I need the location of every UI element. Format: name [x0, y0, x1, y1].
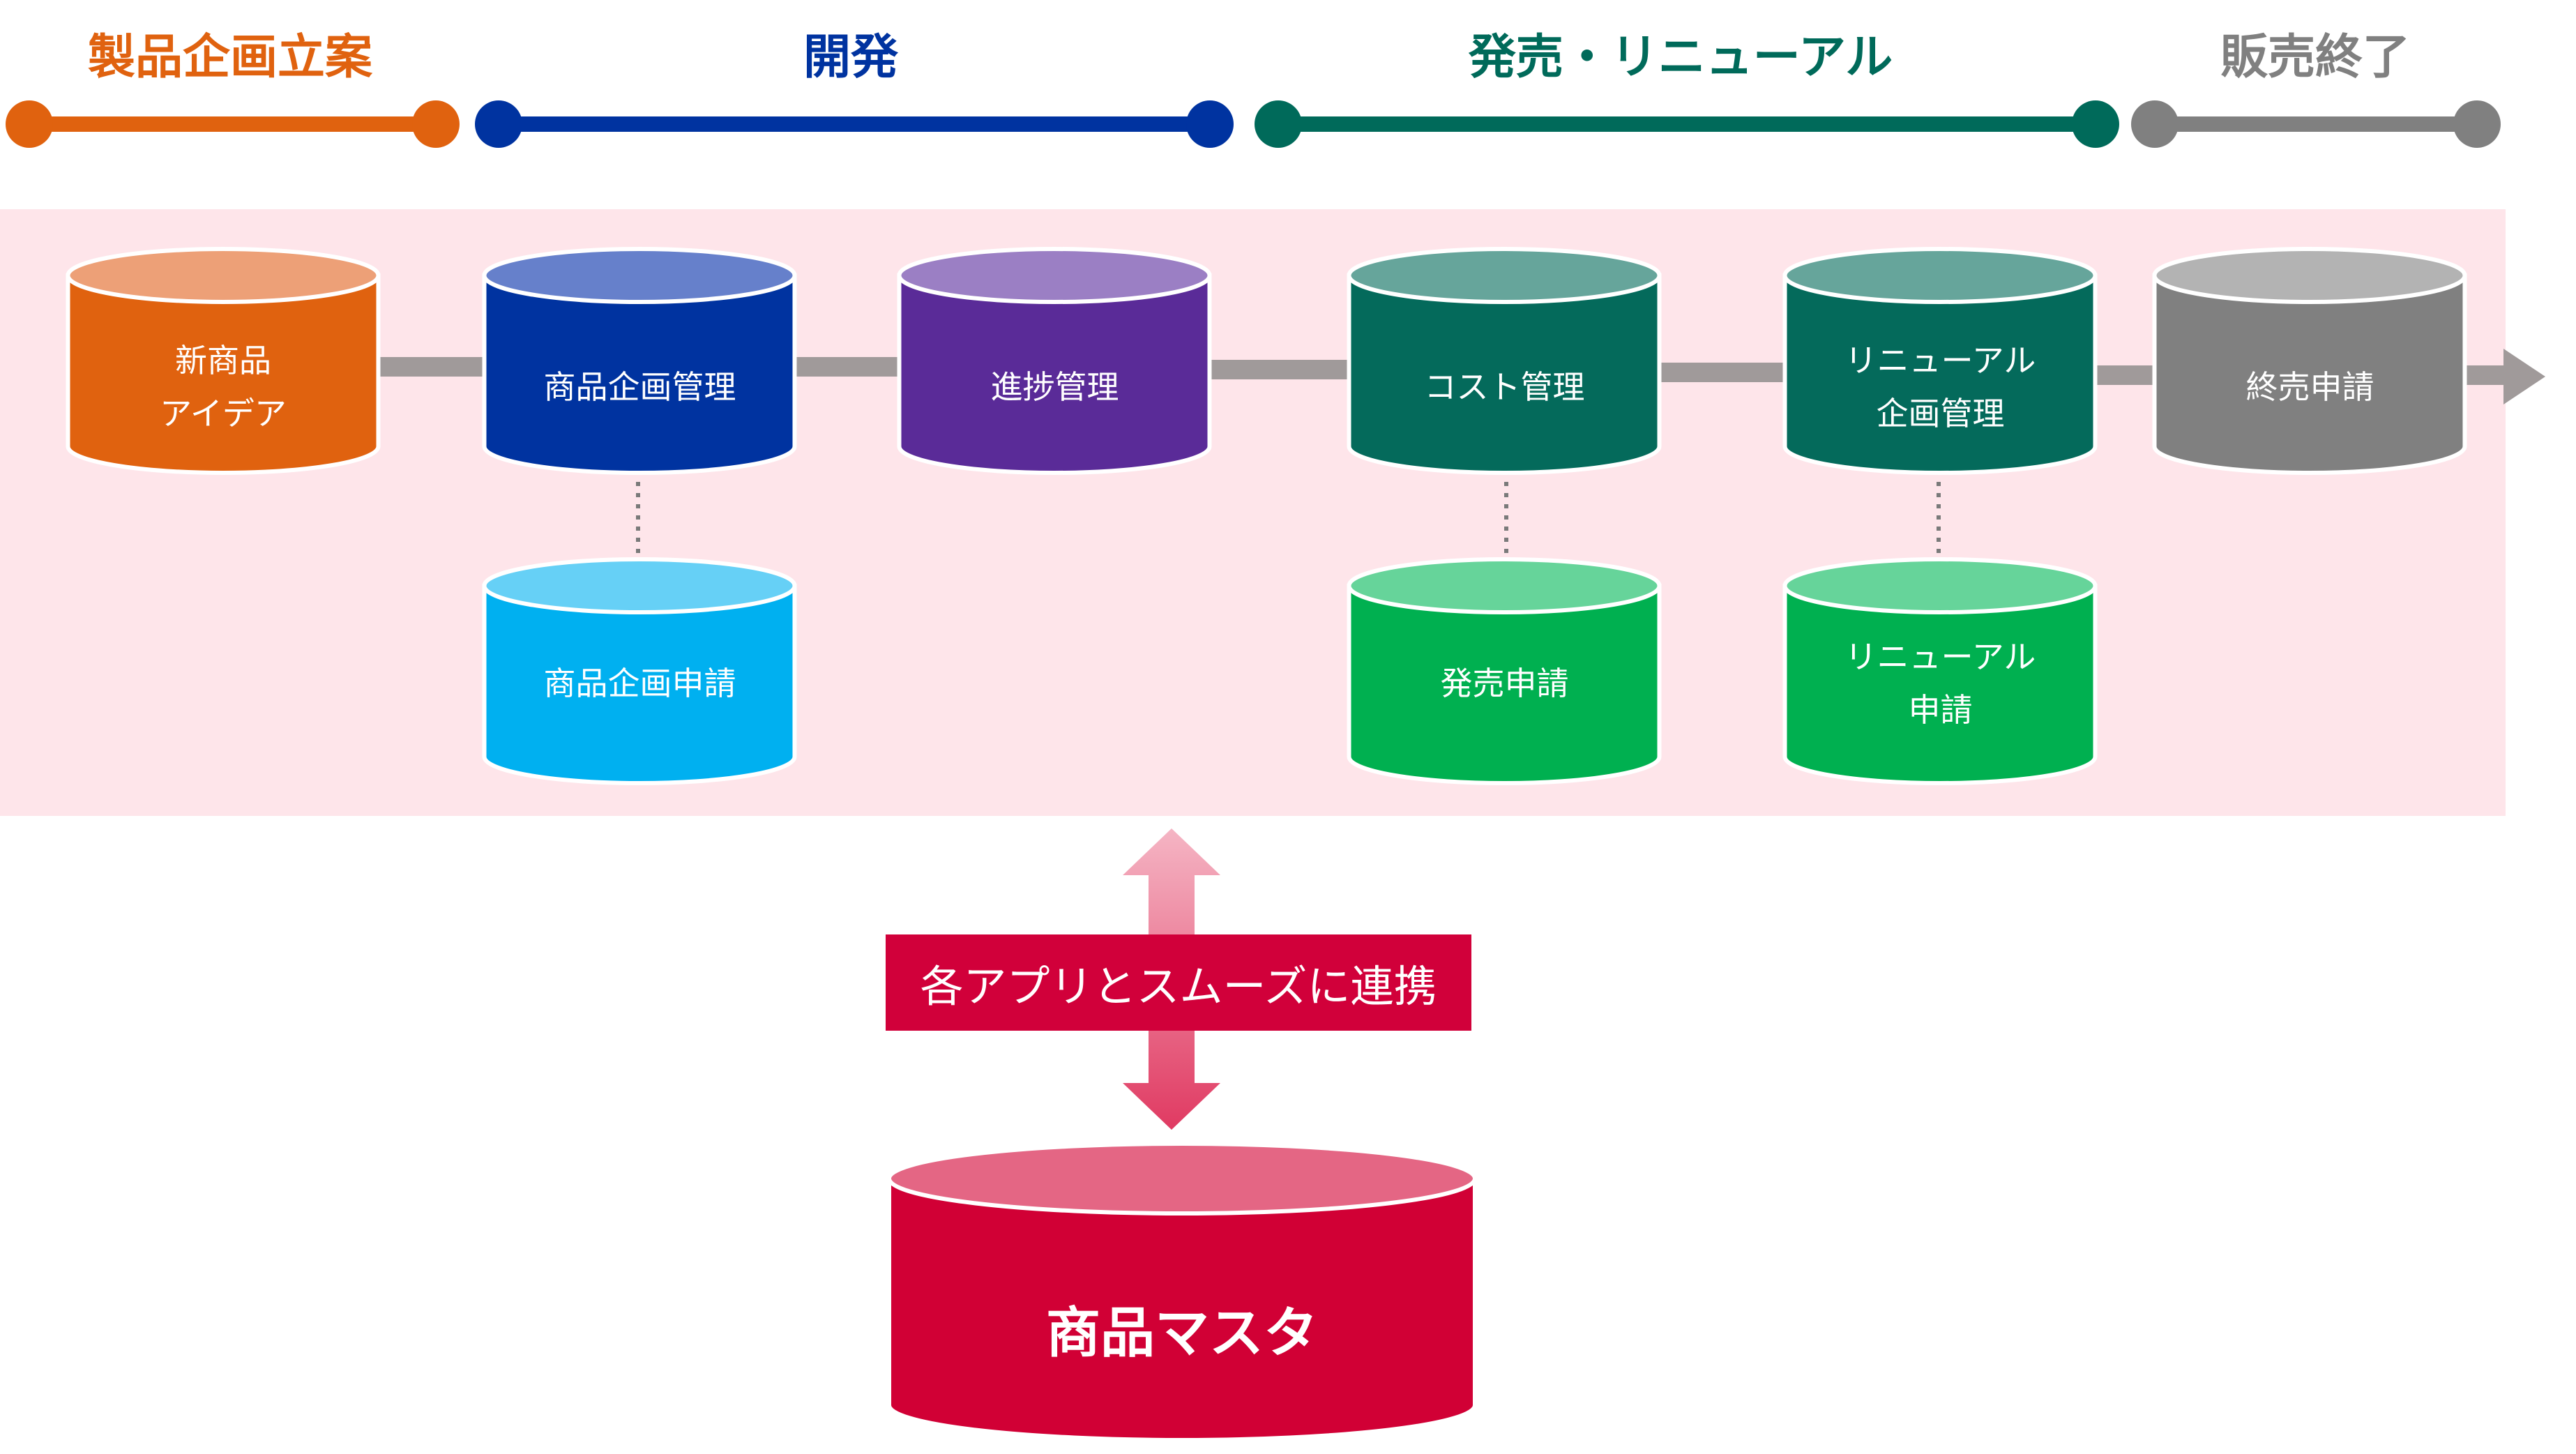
- integration-banner: 各アプリとスムーズに連携: [886, 934, 1471, 1031]
- phase-label-plan: 製品企画立案: [87, 30, 372, 85]
- planning-management-cylinder: [482, 247, 797, 475]
- app-renewal-request: リニューアル 申請: [1844, 638, 2036, 729]
- phase-line-launch: [1255, 100, 2119, 148]
- app-cost-management: コスト管理: [1424, 368, 1585, 406]
- flow-connectors: [380, 349, 2545, 404]
- app-planning-management: 商品企画管理: [543, 368, 736, 406]
- renewal-planning-management-cylinder: [1782, 247, 2098, 475]
- app-planning-request: 商品企画申請: [543, 665, 736, 702]
- phase-line-end: [2131, 100, 2501, 148]
- new-idea-cylinder: [66, 247, 381, 475]
- phase-label-dev: 開発: [803, 30, 898, 85]
- product-master-cylinder: [887, 1142, 1477, 1442]
- phase-label-launch: 発売・リニューアル: [1468, 30, 1893, 85]
- sub-app-links: [636, 471, 1941, 558]
- progress-management-cylinder: [897, 247, 1212, 475]
- app-end-sale-request: 終売申請: [2245, 368, 2374, 406]
- cost-management-cylinder: [1347, 247, 1662, 475]
- phase-line-dev: [475, 100, 1234, 148]
- launch-request-cylinder: [1347, 557, 1662, 785]
- phase-label-end: 販売終了: [2220, 30, 2410, 85]
- app-renewal-planning-management: リニューアル 企画管理: [1844, 342, 2036, 432]
- phase-timeline: [6, 100, 2501, 148]
- renewal-request-cylinder: [1782, 557, 2098, 785]
- app-new-idea: 新商品 アイデア: [160, 342, 287, 432]
- flow-arrow-head: [2503, 349, 2545, 404]
- product-master: 商品マスタ: [1045, 1302, 1318, 1365]
- phase-line-plan: [6, 100, 460, 148]
- app-launch-request: 発売申請: [1440, 665, 1569, 702]
- app-progress-management: 進捗管理: [990, 368, 1119, 406]
- planning-request-cylinder: [482, 557, 797, 785]
- end-sale-request-cylinder: [2152, 247, 2467, 475]
